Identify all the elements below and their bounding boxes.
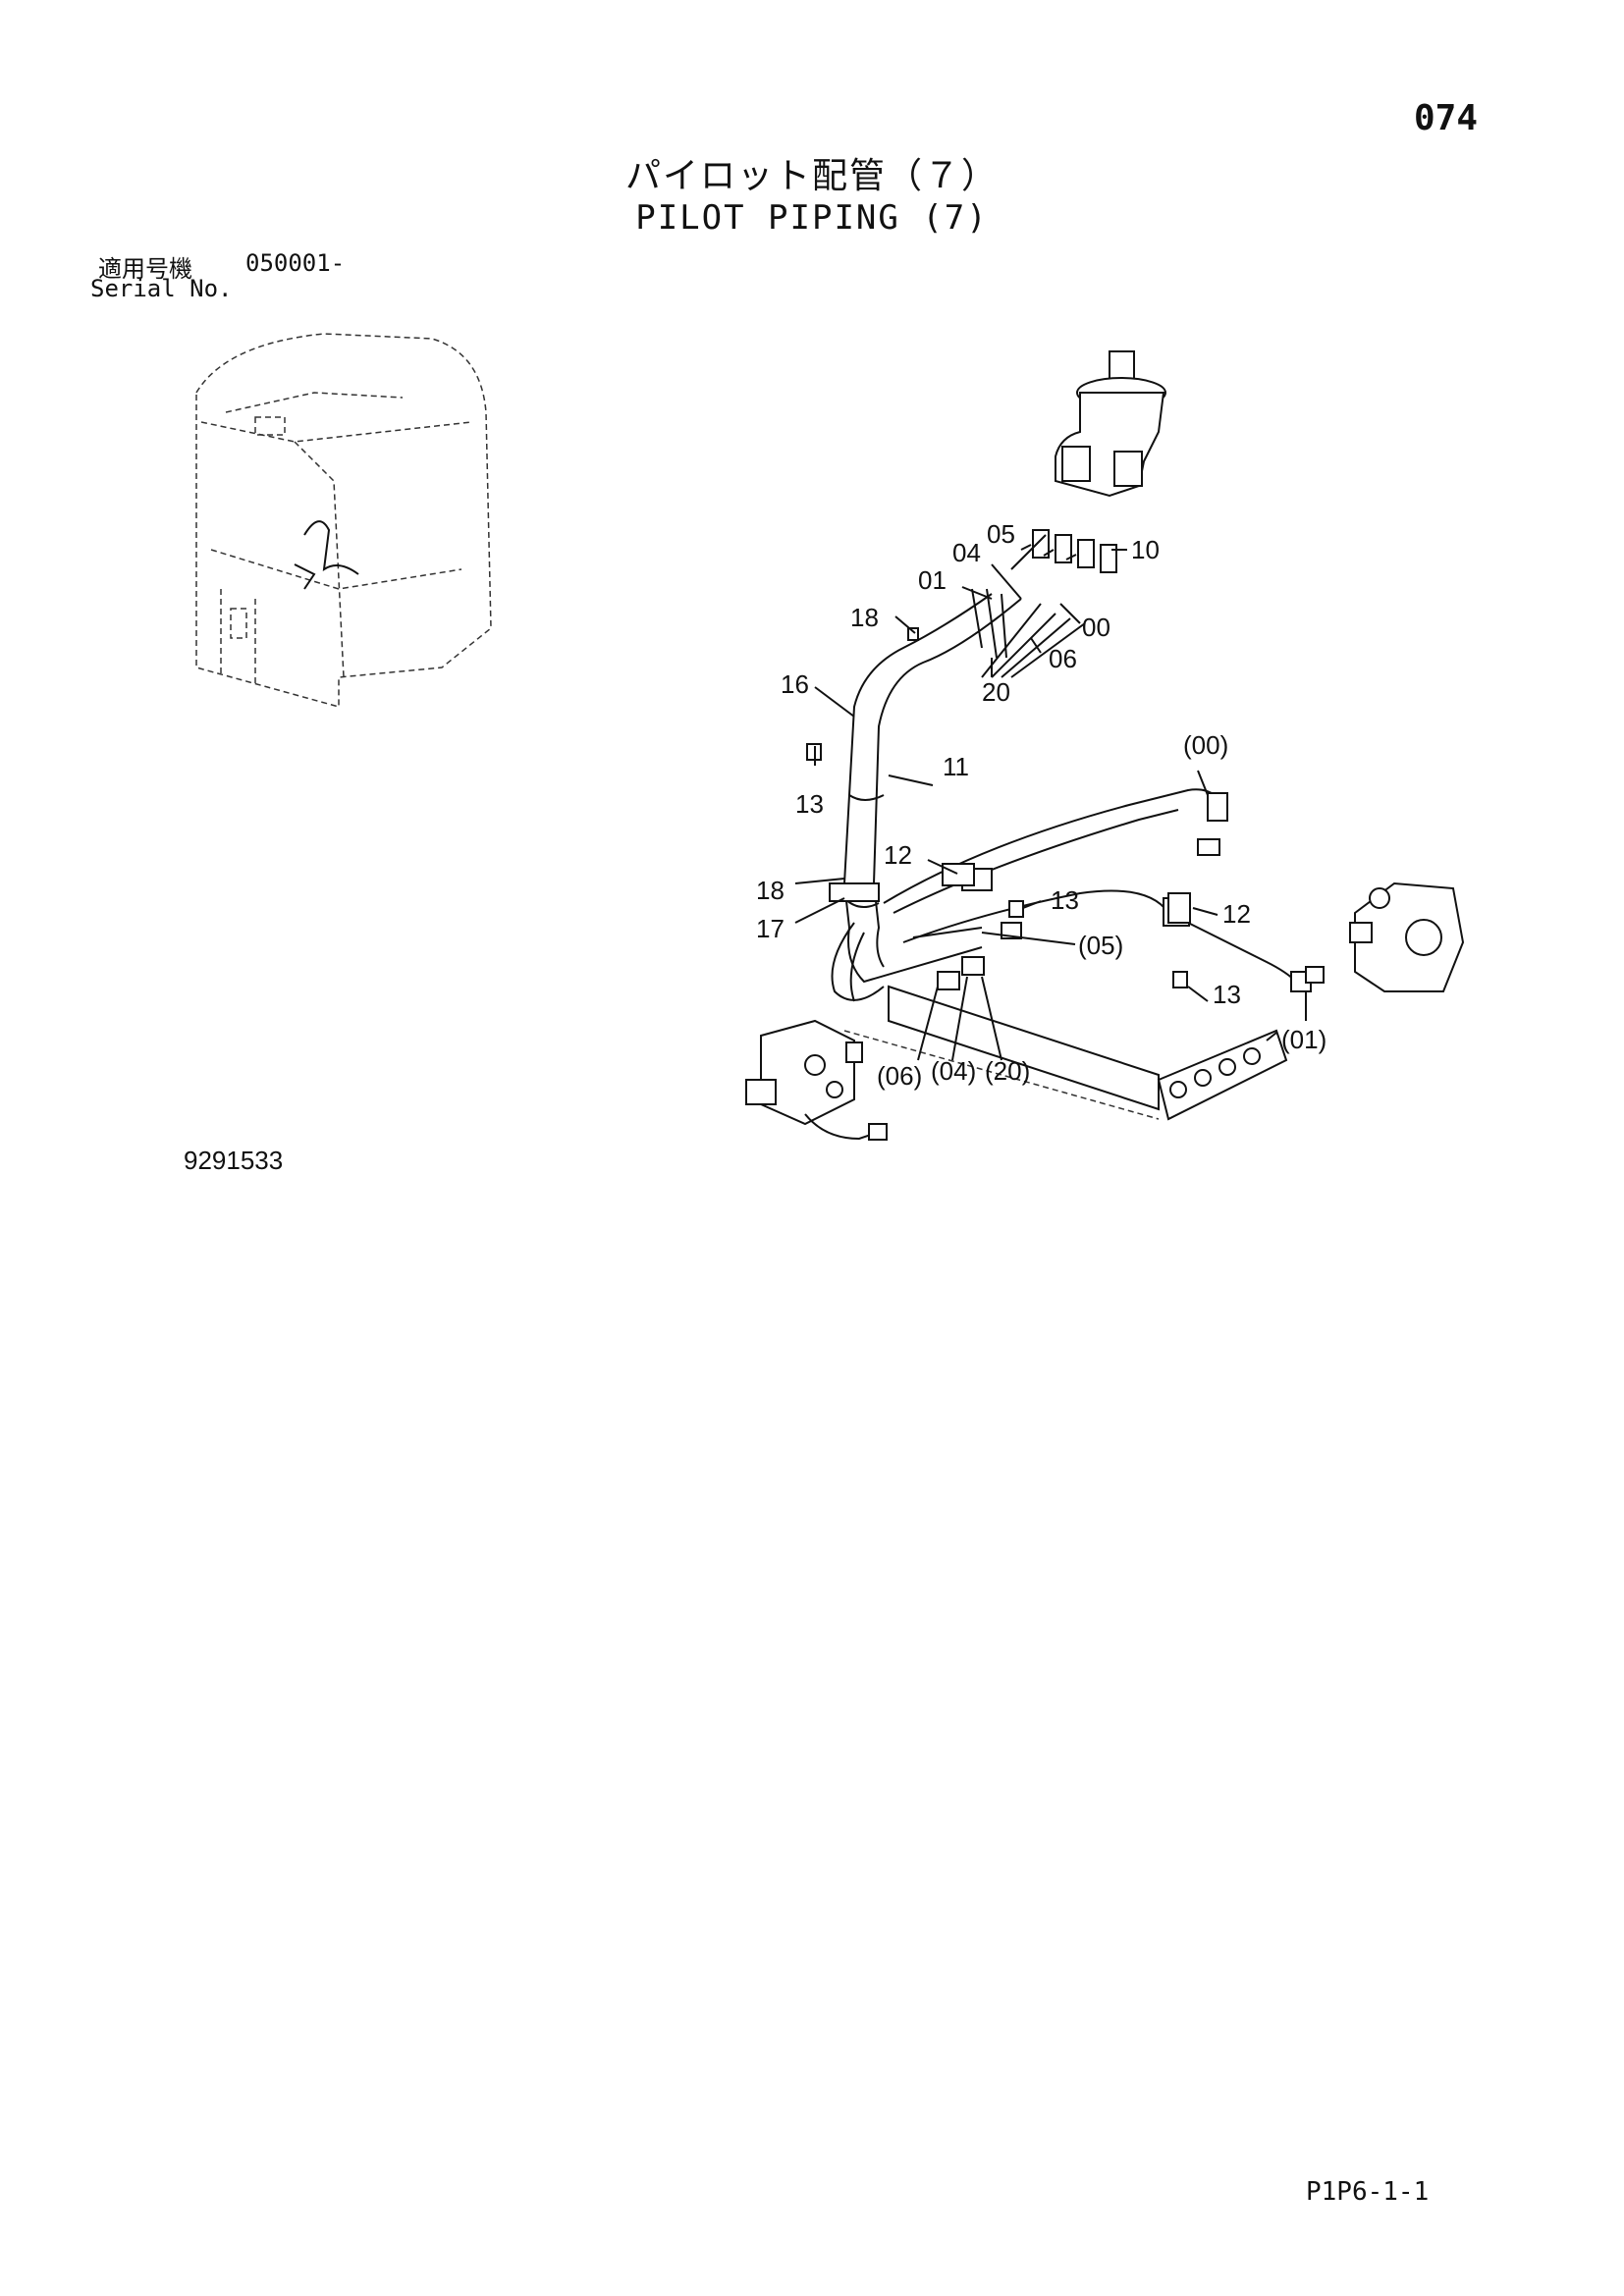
page-title-en: PILOT PIPING (7) (635, 198, 989, 238)
solenoid-block-left (745, 1019, 888, 1141)
callout-13-mid: 13 (1051, 885, 1079, 915)
drawing-number: 9291533 (184, 1146, 284, 1175)
callout-00: 00 (1082, 613, 1110, 642)
callout-18-mid: 18 (756, 876, 785, 905)
pilot-valve-illustration (1055, 350, 1166, 498)
clamps (806, 627, 1191, 988)
callout-13-left: 13 (795, 789, 824, 819)
callout-13-right: 13 (1213, 980, 1241, 1009)
callout-16: 16 (781, 669, 809, 699)
leader-lines (794, 534, 1307, 1061)
callout-06: 06 (1049, 644, 1077, 673)
callout-06-paren: (06) (877, 1061, 922, 1091)
callout-20-paren: (20) (985, 1056, 1030, 1086)
callout-17: 17 (756, 914, 785, 943)
cab-overview-illustration (195, 333, 492, 708)
callout-11: 11 (943, 752, 969, 781)
valve-block-right (1349, 881, 1465, 992)
callout-01-paren: (01) (1281, 1025, 1326, 1054)
page-code: P1P6-1-1 (1306, 2177, 1430, 2207)
pilot-fittings (1020, 529, 1117, 573)
callout-18-top: 18 (850, 603, 879, 632)
callout-12-right: 12 (1222, 899, 1251, 929)
page-number: 074 (1414, 98, 1479, 138)
callout-10: 10 (1131, 535, 1160, 564)
callout-00-paren: (00) (1183, 730, 1228, 760)
callout-04: 04 (952, 538, 981, 567)
serial-value: 050001- (245, 249, 346, 277)
callout-04-paren: (04) (931, 1056, 976, 1086)
callout-05-paren: (05) (1078, 931, 1123, 960)
serial-label-jp: 適用号機 (98, 255, 192, 283)
page-title-jp: パイロット配管（７） (624, 156, 999, 196)
callout-12-left: 12 (884, 840, 912, 870)
manifold-bar (843, 985, 1288, 1121)
callout-20: 20 (982, 677, 1010, 707)
callout-01: 01 (918, 565, 947, 595)
callout-labels: 10 05 04 01 18 00 06 20 16 11 13 (00) 12… (756, 519, 1326, 1091)
serial-label-en: Serial No. (90, 275, 233, 302)
callout-05: 05 (987, 519, 1015, 549)
